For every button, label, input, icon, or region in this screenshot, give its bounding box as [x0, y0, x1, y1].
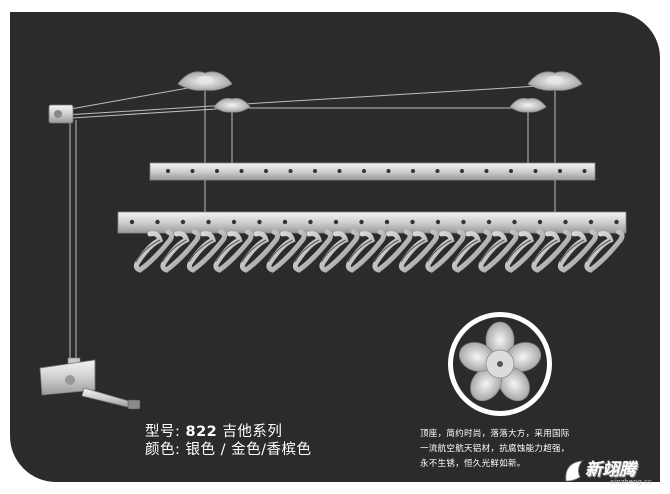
bar-hole: [313, 169, 317, 173]
bar-hole: [215, 169, 219, 173]
bar-hole: [257, 219, 262, 225]
brand-watermark-url: xinzheng.cc: [610, 478, 652, 486]
clothes-hanger: [345, 229, 387, 273]
clothes-hanger: [425, 229, 466, 273]
bar-hole: [582, 169, 587, 173]
clothes-hanger: [239, 229, 281, 273]
clothes-hanger: [557, 229, 599, 273]
bar-hole: [206, 219, 211, 225]
clothes-hanger: [213, 229, 254, 273]
bar-hole: [359, 219, 364, 225]
bar-hole: [288, 169, 293, 173]
bar-hole: [537, 219, 543, 225]
bar-hole: [614, 219, 619, 225]
clothes-hanger: [451, 229, 493, 273]
clothes-hanger: [372, 229, 413, 273]
model-line: 型号: 822 吉他系列: [145, 420, 282, 441]
clothes-hanger: [160, 229, 201, 273]
feature-text-line-3: 永不生锈，恒久光鲜如新。: [420, 459, 526, 469]
model-series: 吉他系列: [222, 424, 283, 440]
brand-logo-icon: [565, 460, 583, 482]
ceiling-mount-right-small: [509, 97, 547, 113]
bar-hole: [155, 219, 160, 225]
bar-hole: [384, 219, 390, 225]
bar-hole: [239, 169, 244, 173]
bar-hole: [264, 169, 268, 173]
model-label: 型号:: [145, 424, 181, 440]
bar-hole: [509, 169, 513, 173]
bar-hole: [308, 219, 313, 225]
color-label: 颜色:: [145, 442, 181, 458]
bar-hole: [190, 169, 195, 173]
clothes-hanger: [478, 229, 519, 273]
hand-crank: [39, 357, 141, 410]
bar-hole: [166, 169, 170, 173]
clothes-hanger: [266, 229, 307, 273]
bar-hole: [461, 219, 466, 225]
pulley-box: [48, 104, 74, 124]
bar-hole: [460, 169, 464, 173]
ceiling-rosette-detail: [448, 312, 552, 416]
ceiling-mount-left-small: [213, 97, 251, 113]
brand-watermark-text: 新翊腾: [585, 460, 636, 480]
bar-hole: [333, 219, 339, 225]
model-number: 822: [185, 424, 218, 440]
bar-hole: [231, 219, 237, 225]
bar-hole: [411, 169, 415, 173]
bar-hole: [386, 169, 391, 173]
clothes-hanger: [292, 229, 334, 273]
bar-hole: [486, 219, 492, 225]
upper-drying-bar: [149, 162, 596, 181]
bar-hole: [435, 219, 441, 225]
color-line: 颜色: 银色 / 金色/香槟色: [145, 438, 312, 459]
clothes-hanger: [319, 229, 360, 273]
bar-hole: [563, 219, 568, 225]
clothes-hanger: [186, 229, 228, 273]
ceiling-mount-right-large: [527, 71, 583, 91]
feature-text-line-2: 一流航空航天铝材，抗腐蚀能力超强，: [420, 444, 570, 454]
bar-hole: [282, 219, 288, 225]
color-options: 银色 / 金色/香槟色: [185, 442, 312, 458]
clothes-hanger: [504, 229, 546, 273]
bar-hole: [588, 219, 594, 225]
bar-hole: [129, 219, 135, 225]
ceiling-mount-left-large: [177, 71, 233, 91]
feature-text-line-1: 顶座，简约时尚，落落大方，采用国际: [420, 429, 570, 439]
bar-hole: [362, 169, 366, 173]
bar-hole: [410, 219, 415, 225]
lower-drying-bar: [117, 211, 627, 234]
bar-hole: [337, 169, 342, 173]
hanger-row: [133, 229, 625, 273]
clothes-hanger: [398, 229, 440, 273]
bar-hole: [484, 169, 489, 173]
clothes-hanger: [584, 229, 625, 273]
clothes-hanger: [133, 229, 175, 273]
bar-hole: [533, 169, 538, 173]
bar-hole: [435, 169, 440, 173]
clothes-hanger: [531, 229, 572, 273]
bar-hole: [180, 219, 186, 225]
cables: [64, 84, 556, 360]
bar-hole: [512, 219, 517, 225]
bar-hole: [558, 169, 562, 173]
